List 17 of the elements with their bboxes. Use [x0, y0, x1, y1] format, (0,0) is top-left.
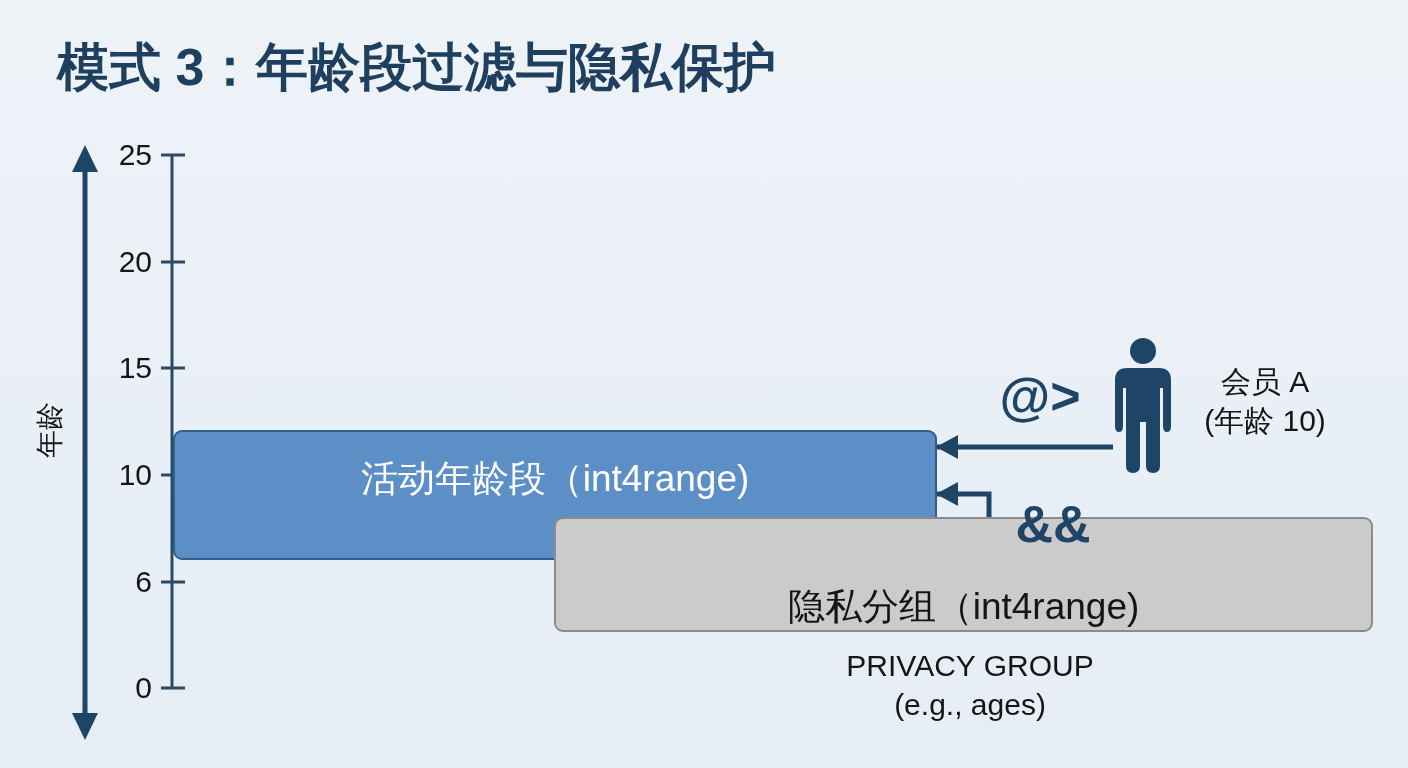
tick-label: 10	[117, 460, 152, 490]
edge-label: @>	[999, 370, 1081, 422]
arrow	[936, 482, 992, 517]
title: 模式 3：年龄段过滤与隐私保护	[57, 37, 777, 98]
range-label: 隐私分组（int4range)	[786, 585, 1141, 629]
axis-title: 年龄	[36, 402, 64, 458]
range-label: 活动年龄段（int4range)	[359, 457, 751, 501]
edge-label: &&	[1015, 498, 1091, 550]
caption-text: PRIVACY GROUP (e.g., ages)	[845, 648, 1095, 723]
tick-label: 15	[117, 353, 152, 383]
tick-label: 20	[117, 247, 152, 277]
tick-label: 25	[117, 140, 152, 170]
caption-text: 会员 A (年龄 10)	[1203, 364, 1327, 439]
tick-label: 0	[134, 673, 152, 703]
tick-label: 6	[134, 567, 152, 597]
person-icon	[1113, 338, 1173, 474]
arrow	[936, 435, 1113, 459]
